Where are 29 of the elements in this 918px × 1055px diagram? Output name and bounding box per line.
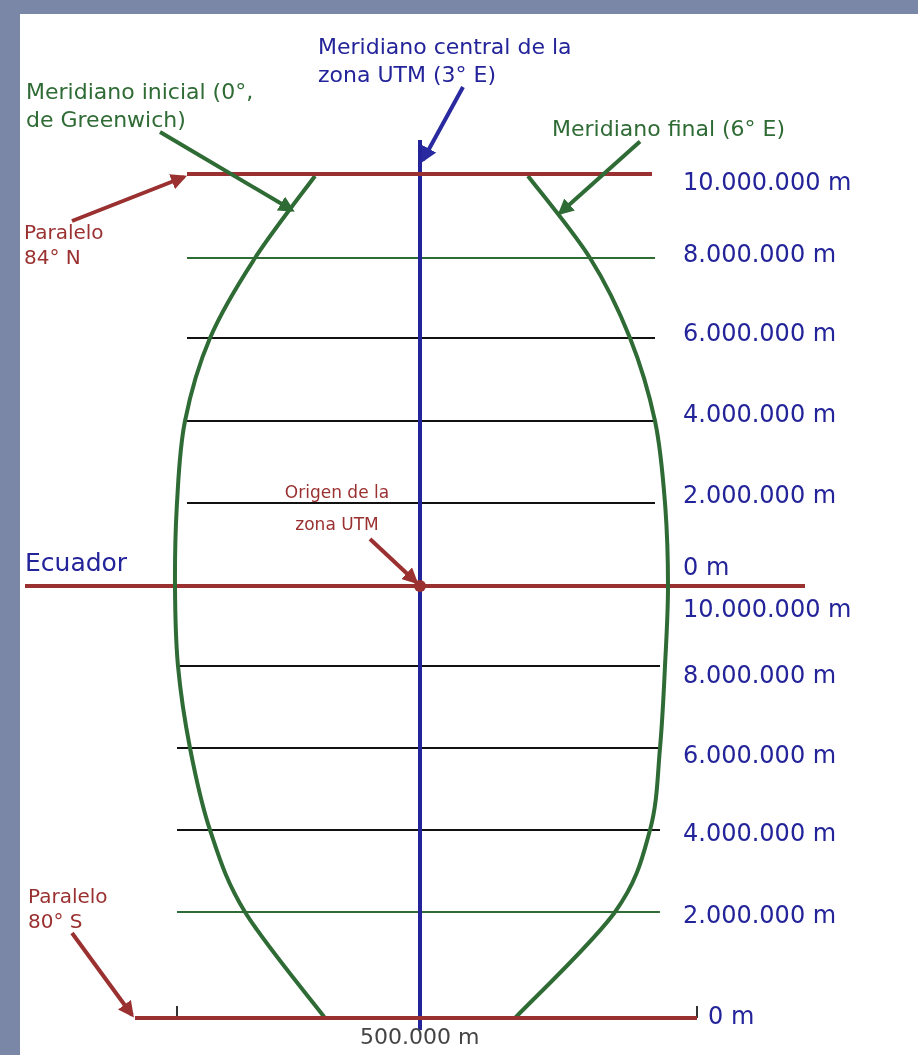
leader-arrow: [71, 174, 187, 223]
distance-label: 8.000.000 m: [683, 660, 837, 690]
callout-label: Meridiano final (6° E): [552, 115, 912, 143]
distance-label: 4.000.000 m: [683, 399, 837, 429]
callout-label: Paralelo 84° N: [24, 220, 124, 270]
distance-label: 10.000.000 m: [683, 167, 852, 197]
leader-arrow: [557, 140, 642, 216]
distance-label: 4.000.000 m: [683, 818, 837, 848]
distance-label: 0 m: [683, 552, 730, 582]
callout-label: Meridiano central de la zona UTM (3° E): [318, 33, 578, 88]
parallel-line: [135, 1016, 697, 1020]
origin-point: [414, 580, 426, 592]
distance-label: 6.000.000 m: [683, 740, 837, 770]
leader-arrow: [159, 130, 295, 212]
leader-arrow: [70, 931, 134, 1018]
callout-label: Meridiano inicial (0°, de Greenwich): [26, 78, 256, 133]
callout-label: Origen de la zona UTM: [262, 476, 412, 540]
callout-label: Paralelo 80° S: [28, 884, 128, 934]
distance-label: 2.000.000 m: [683, 480, 837, 510]
leader-arrow: [421, 86, 465, 163]
distance-label: 500.000 m: [360, 1023, 480, 1051]
leader-arrow: [368, 537, 419, 585]
distance-label: 8.000.000 m: [683, 239, 837, 269]
distance-label: 10.000.000 m: [683, 594, 852, 624]
distance-label: 2.000.000 m: [683, 900, 837, 930]
meridian-line: [418, 140, 422, 1030]
distance-label: 6.000.000 m: [683, 318, 837, 348]
distance-label: 0 m: [708, 1001, 755, 1031]
parallel-line: [187, 172, 652, 176]
